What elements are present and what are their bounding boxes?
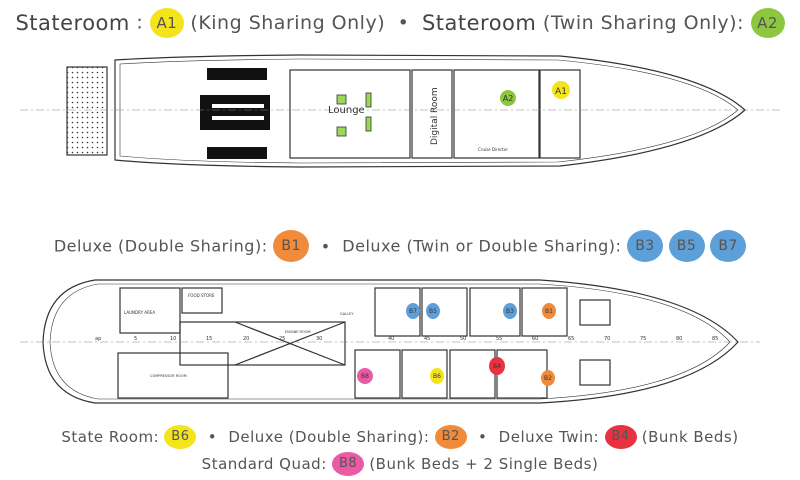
cabin-b6-marker[interactable] xyxy=(430,368,444,384)
stateroom-label-2: Stateroom xyxy=(421,11,537,35)
bottom-legend-line-2: Standard Quad: B8 (Bunk Beds + 2 Single … xyxy=(0,452,800,476)
svg-text:70: 70 xyxy=(604,336,610,342)
badge-b3: B3 xyxy=(626,230,663,262)
cabin-b6-label: B6 xyxy=(433,373,441,380)
stateroom-label: Stateroom xyxy=(15,11,130,35)
bottom-legend-line-1: State Room: B6 • Deluxe (Double Sharing)… xyxy=(0,425,800,449)
svg-text:30: 30 xyxy=(316,336,322,342)
cruise-director-label: Cruise Director xyxy=(478,147,508,152)
badge-b6: B6 xyxy=(164,425,197,449)
badge-b7: B7 xyxy=(710,230,747,262)
a1-desc: (King Sharing Only) xyxy=(190,12,386,34)
deluxe-double-label: Deluxe (Double Sharing): xyxy=(53,236,268,256)
svg-text:5: 5 xyxy=(134,336,137,342)
stern-grating xyxy=(67,67,107,155)
cabin-b7-label: B7 xyxy=(409,308,417,315)
lounge-label: Lounge xyxy=(328,105,365,116)
badge-b4: B4 xyxy=(604,425,637,449)
cabin-b3-marker[interactable] xyxy=(503,303,517,319)
cabin-b2-marker[interactable] xyxy=(541,370,555,386)
cabin-b2-label: B2 xyxy=(544,375,552,382)
badge-a2: A2 xyxy=(750,8,785,38)
cabin-b1-marker[interactable] xyxy=(542,303,556,319)
cabin-a1-label: A1 xyxy=(555,87,567,97)
badge-b1: B1 xyxy=(273,230,310,262)
standard-quad-label: Standard Quad: xyxy=(201,455,327,473)
cabin-b8-marker[interactable] xyxy=(357,368,373,384)
svg-text:65: 65 xyxy=(568,336,574,342)
svg-text:25: 25 xyxy=(279,336,285,342)
cabin-b5-marker[interactable] xyxy=(426,303,440,319)
badge-b2: B2 xyxy=(434,425,467,449)
svg-text:55: 55 xyxy=(496,336,502,342)
separator: • xyxy=(478,428,488,446)
frame-numbers: ap 5 10 15 20 25 30 40 45 50 55 60 65 70 75 80 8… xyxy=(95,336,718,342)
cabin-b8-label: B8 xyxy=(361,373,369,380)
deluxe-twin-double-label: Deluxe (Twin or Double Sharing): xyxy=(342,236,622,256)
svg-text:15: 15 xyxy=(206,336,212,342)
separator: • xyxy=(207,428,218,446)
quad-desc: (Bunk Beds + 2 Single Beds) xyxy=(369,455,599,473)
laundry-label: LAUNDRY AREA xyxy=(124,310,155,315)
deluxe-double-label: Deluxe (Double Sharing): xyxy=(228,428,430,446)
bunk-beds-label: (Bunk Beds) xyxy=(641,428,739,446)
cabin-b4-marker[interactable] xyxy=(489,357,505,375)
state-room-label: State Room: xyxy=(61,428,160,446)
compressor-room-label: COMPRESSOR ROOM xyxy=(150,374,187,378)
deluxe-twin-label: Deluxe Twin: xyxy=(498,428,600,446)
svg-text:80: 80 xyxy=(676,336,682,342)
upper-deck-plan: Lounge Digital Room Cruise Director A2 A… xyxy=(20,54,780,168)
separator: • xyxy=(397,12,410,34)
badge-b5: B5 xyxy=(668,230,705,262)
cabin-b3-label: B3 xyxy=(506,308,514,315)
cabin-b5-label: B5 xyxy=(429,308,437,315)
cabin-a1-marker[interactable] xyxy=(552,81,570,99)
svg-text:ap: ap xyxy=(95,336,101,342)
a2-desc: (Twin Sharing Only): xyxy=(542,12,744,34)
cabin-b4-label: B4 xyxy=(493,363,501,370)
galley-label: GALLEY xyxy=(340,312,354,316)
lower-deck-plan: FOOD STORE LAUNDRY AREA GALLEY ENGINE RO… xyxy=(20,279,760,404)
cabin-a2-marker[interactable] xyxy=(500,90,516,106)
digital-room-label: Digital Room xyxy=(430,87,440,145)
svg-text:40: 40 xyxy=(388,336,394,342)
svg-text:20: 20 xyxy=(243,336,249,342)
svg-text:85: 85 xyxy=(712,336,718,342)
cabin-b1-label: B1 xyxy=(545,308,553,315)
engine-room-label: ENGINE ROOM xyxy=(285,330,310,334)
svg-text:60: 60 xyxy=(532,336,538,342)
middle-legend: Deluxe (Double Sharing): B1 • Deluxe (Tw… xyxy=(0,230,800,262)
top-legend: Stateroom : A1 (King Sharing Only) • Sta… xyxy=(0,8,800,38)
svg-text:45: 45 xyxy=(424,336,430,342)
svg-text:50: 50 xyxy=(460,336,466,342)
cabin-a2-label: A2 xyxy=(503,94,514,103)
food-store-label: FOOD STORE xyxy=(188,293,215,298)
svg-text:10: 10 xyxy=(170,336,176,342)
cabin-b7-marker[interactable] xyxy=(406,303,420,319)
badge-b8: B8 xyxy=(332,452,365,476)
svg-text:75: 75 xyxy=(640,336,646,342)
separator: • xyxy=(320,236,331,256)
badge-a1: A1 xyxy=(149,8,184,38)
